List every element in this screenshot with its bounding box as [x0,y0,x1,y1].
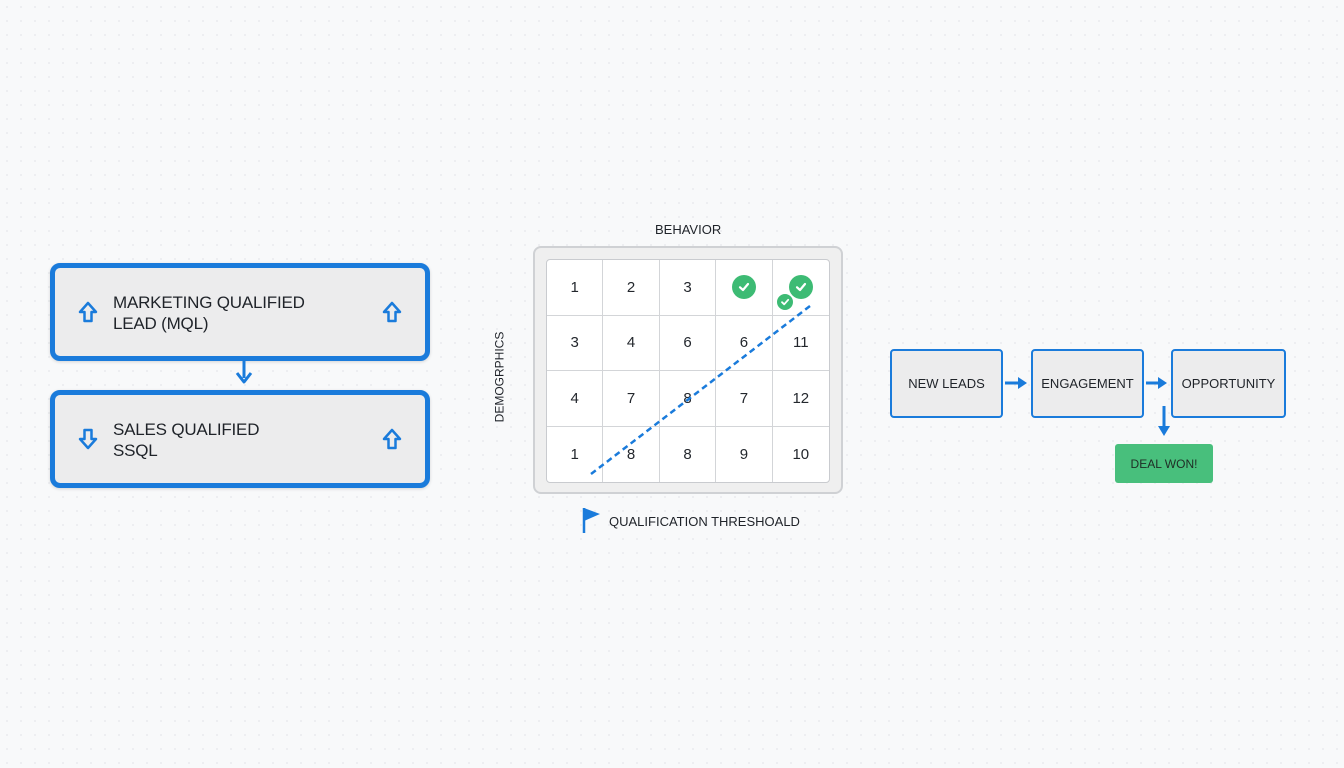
deal-won-badge[interactable]: DEAL WON! [1115,444,1213,483]
flow-step-opportunity[interactable]: OPPORTUNITY [1171,349,1286,418]
matrix-cell: 4 [547,371,604,427]
matrix-cell: 7 [716,371,773,427]
arrow-up-outline-icon [382,301,402,323]
check-circle-icon [776,293,794,311]
sql-stage-line2: SSQL [113,441,158,460]
arrow-right-icon [1005,377,1027,389]
flag-icon [582,508,600,533]
sql-stage-card[interactable]: SALES QUALIFIED SSQL [50,390,430,488]
mql-stage-line2: LEAD (MQL) [113,314,209,333]
check-circle-icon [731,275,756,300]
arrow-down-outline-icon [78,428,98,450]
mql-stage-label: MARKETING QUALIFIED LEAD (MQL) [113,292,305,334]
threshold-legend: QUALIFICATION THRESHOALD [581,506,800,534]
matrix-cell: 1 [547,260,604,316]
arrow-up-outline-icon [382,428,402,450]
matrix-cell: 3 [659,260,717,316]
matrix-cell: 4 [603,315,660,371]
matrix-cell: 6 [659,315,717,371]
mql-stage-line1: MARKETING QUALIFIED [113,293,305,312]
matrix-cell: 9 [716,426,773,482]
threshold-label: QUALIFICATION THRESHOALD [609,513,800,529]
sql-stage-label: SALES QUALIFIED SSQL [113,419,259,461]
arrow-down-icon [1158,406,1170,436]
matrix-cell: 12 [772,371,829,427]
matrix-cell: 2 [603,260,660,316]
sql-stage-line1: SALES QUALIFIED [113,420,260,439]
matrix-cell: 10 [792,445,810,463]
demographics-axis-label: DEMOGRPHICS [492,331,507,423]
mql-stage-card[interactable]: MARKETING QUALIFIED LEAD (MQL) [50,263,430,361]
arrow-up-outline-icon [78,301,98,323]
matrix-cell: 3 [547,315,604,371]
matrix-cell: 8 [603,426,660,482]
flow-step-new-leads[interactable]: NEW LEADS [890,349,1003,418]
arrow-right-icon [1146,377,1167,389]
matrix-cell: 8 [659,371,717,427]
matrix-cell: 11 [772,316,829,371]
matrix-cell: 8 [660,426,717,482]
arrow-down-icon [235,360,253,384]
flow-step-engagement[interactable]: ENGAGEMENT [1031,349,1144,418]
matrix-cell: 1 [547,426,604,482]
matrix-cell: 7 [603,371,660,427]
matrix-cell: 6 [716,315,773,371]
check-circle-icon [788,275,813,300]
matrix-cell [716,260,773,316]
behavior-axis-label: BEHAVIOR [655,222,722,237]
